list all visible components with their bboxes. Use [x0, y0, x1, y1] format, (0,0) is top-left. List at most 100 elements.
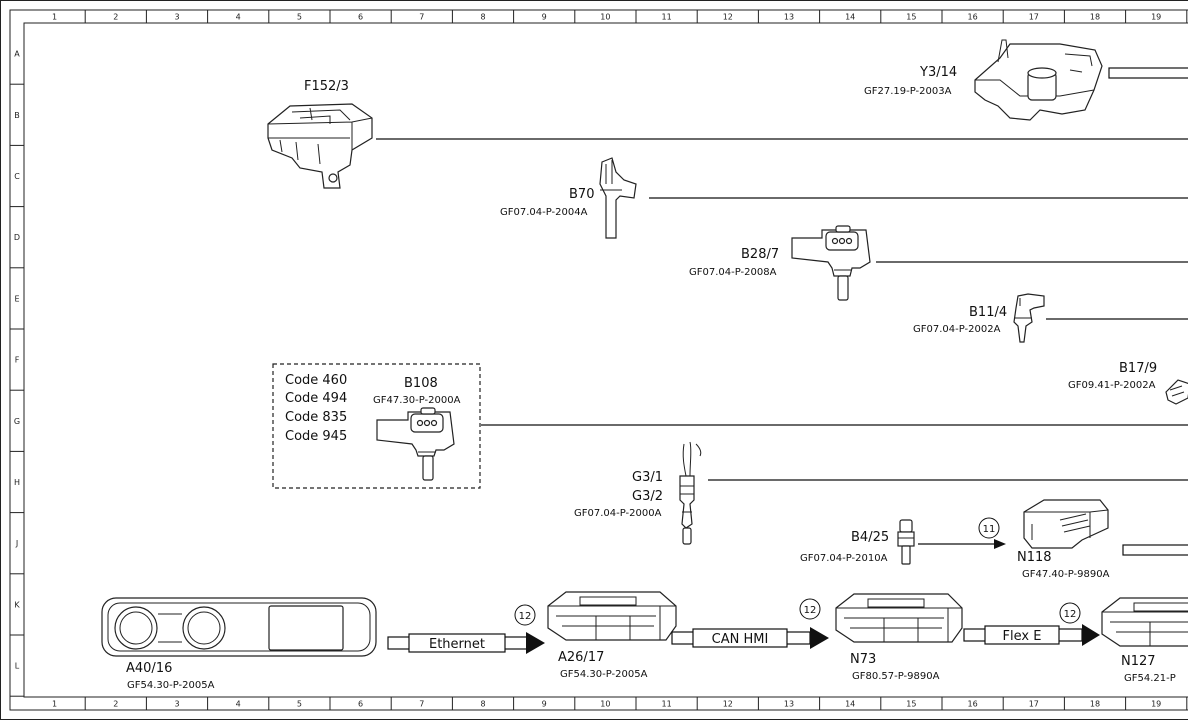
b108-dashed-frame	[272, 363, 481, 489]
n73-ref: GF80.57-P-9890A	[852, 671, 940, 682]
ethernet-arrowhead	[526, 632, 545, 654]
a26-17-ref: GF54.30-P-2005A	[560, 669, 648, 680]
b17-9-part-icon	[1165, 379, 1188, 405]
border-frame	[9, 9, 1188, 711]
grid-column-label: 9	[542, 13, 547, 22]
flex-e-bus-label: Flex E	[1003, 629, 1042, 644]
grid-column-label: 15	[906, 13, 916, 22]
marker-12-can-hmi-text: 12	[804, 605, 817, 616]
grid-column-label: 7	[419, 13, 424, 22]
b108-label: B108	[404, 376, 438, 391]
marker-12-ethernet: 12	[514, 604, 536, 626]
marker-11-text: 11	[983, 524, 996, 535]
a26-17-component[interactable]: A26/17 GF54.30-P-2005A	[547, 591, 677, 680]
b28-7-component[interactable]: B28/7 GF07.04-P-2008A	[689, 225, 871, 301]
a40-16-instrument-cluster-icon	[101, 597, 377, 657]
b70-part-icon	[599, 157, 637, 239]
b11-4-part-icon	[1013, 293, 1045, 343]
grid-column-label: 19	[1151, 13, 1161, 22]
flex-e-bus-label-box	[984, 625, 1060, 645]
b17-9-ref: GF09.41-P-2002A	[1068, 380, 1156, 391]
g3-2-label: G3/2	[632, 489, 663, 504]
grid-column-label: 5	[297, 700, 302, 709]
grid-column-label: 2	[113, 700, 118, 709]
grid-column-label: 15	[906, 700, 916, 709]
grid-column-label: 12	[723, 700, 733, 709]
n118-part-icon	[1023, 499, 1109, 549]
b70-component[interactable]: B70 GF07.04-P-2004A	[500, 157, 637, 239]
grid-column-label: 18	[1090, 13, 1100, 22]
can-hmi-bus-label: CAN HMI	[712, 632, 769, 647]
b11-4-component[interactable]: B11/4 GF07.04-P-2002A	[913, 293, 1045, 343]
grid-column-label: 2	[113, 13, 118, 22]
can-hmi-bus: CAN HMI	[671, 627, 829, 649]
a26-17-label: A26/17	[558, 650, 604, 665]
y3-14-part-icon	[974, 39, 1103, 121]
b108-option-box[interactable]: Code 460 Code 494 Code 835 Code 945 B108…	[272, 363, 481, 489]
b108-code-3: Code 835	[285, 410, 347, 425]
ethernet-bus: Ethernet	[387, 632, 545, 654]
grid-row-label: D	[14, 233, 20, 242]
grid-column-label: 13	[784, 700, 794, 709]
grid-column-label: 16	[968, 700, 978, 709]
b70-label: B70	[569, 187, 594, 202]
grid-column-label: 1	[52, 700, 57, 709]
n118-ref: GF47.40-P-9890A	[1022, 569, 1110, 580]
ethernet-bus-label: Ethernet	[429, 637, 485, 652]
grid-column-label: 11	[662, 13, 672, 22]
n118-component[interactable]: N118 GF47.40-P-9890A	[1017, 499, 1188, 580]
n73-component[interactable]: N73 GF80.57-P-9890A	[835, 593, 963, 682]
grid-column-label: 7	[419, 700, 424, 709]
g3-part-icon	[679, 441, 702, 545]
grid-column-label: 3	[174, 700, 179, 709]
y3-14-ref: GF27.19-P-2003A	[864, 86, 952, 97]
grid-column-label: 4	[236, 13, 241, 22]
grid-column-label: 3	[174, 13, 179, 22]
b4-25-label: B4/25	[851, 530, 889, 545]
b4-25-component[interactable]: B4/25 GF07.04-P-2010A	[800, 519, 915, 565]
b108-code-2: Code 494	[285, 391, 347, 406]
y3-14-connector	[1108, 67, 1188, 79]
grid-column-label: 18	[1090, 700, 1100, 709]
inner-frame	[23, 22, 1188, 698]
y3-14-label: Y3/14	[919, 65, 957, 80]
b28-7-ref: GF07.04-P-2008A	[689, 267, 777, 278]
grid-column-label: 9	[542, 700, 547, 709]
n73-label: N73	[850, 652, 876, 667]
grid-row-label: B	[14, 111, 20, 120]
can-hmi-bus-label-box	[692, 628, 788, 648]
b70-ref: GF07.04-P-2004A	[500, 207, 588, 218]
marker-11: 11	[978, 517, 1000, 539]
f152-3-component[interactable]: F152/3	[267, 79, 373, 189]
b108-code-1: Code 460	[285, 373, 347, 388]
g3-ref: GF07.04-P-2000A	[574, 508, 662, 519]
grid-column-label: 14	[845, 700, 855, 709]
flex-e-arrowhead	[1082, 624, 1100, 646]
grid-column-label: 17	[1029, 700, 1039, 709]
b28-7-label: B28/7	[741, 247, 779, 262]
grid-column-label: 10	[600, 13, 610, 22]
a40-16-ref: GF54.30-P-2005A	[127, 680, 215, 691]
marker-12-can-hmi: 12	[799, 598, 821, 620]
a40-16-label: A40/16	[126, 661, 172, 676]
grid-row-label: J	[15, 539, 18, 548]
grid-column-label: 6	[358, 700, 363, 709]
grid-row-label: K	[14, 600, 20, 609]
marker-12-flex-e: 12	[1059, 602, 1081, 624]
grid-column-label: 16	[968, 13, 978, 22]
y3-14-component[interactable]: Y3/14 GF27.19-P-2003A	[864, 39, 1188, 121]
b11-4-ref: GF07.04-P-2002A	[913, 324, 1001, 335]
n118-label: N118	[1017, 550, 1052, 565]
grid-column-label: 1	[52, 13, 57, 22]
grid-ruler: 1122334455667788991010111112121313141415…	[10, 10, 1188, 710]
n127-label: N127	[1121, 654, 1156, 669]
b17-9-component[interactable]: B17/9 GF09.41-P-2002A	[1068, 361, 1188, 405]
n127-component[interactable]: N127 GF54.21-P	[1101, 597, 1188, 684]
g3-component[interactable]: G3/1 G3/2 GF07.04-P-2000A	[574, 441, 702, 545]
b108-ref: GF47.30-P-2000A	[373, 395, 461, 406]
b4-25-part-icon	[897, 519, 915, 565]
a26-17-control-unit-icon	[547, 591, 677, 641]
a40-16-component[interactable]: A40/16 GF54.30-P-2005A	[101, 597, 377, 691]
grid-row-label: E	[14, 294, 19, 303]
